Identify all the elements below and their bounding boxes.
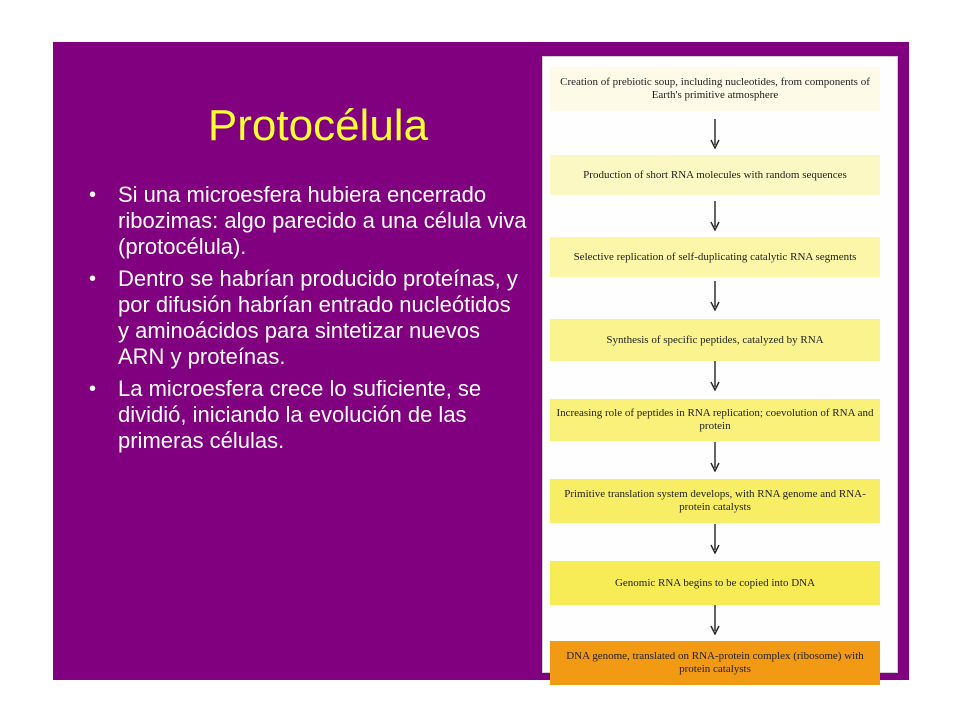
down-arrow-icon [710,605,720,635]
flow-step-5: Increasing role of peptides in RNA repli… [550,399,880,441]
bullet-text: Si una microesfera hubiera encerrado rib… [118,182,527,259]
bullet-dot: • [89,378,97,400]
bullet-dot: • [89,184,97,206]
flow-step-3: Selective replication of self-duplicatin… [550,237,880,277]
bullet-item: • Dentro se habrían producido proteínas,… [87,266,527,370]
flow-diagram: Creation of prebiotic soup, including nu… [542,56,898,685]
flow-step-6: Primitive translation system develops, w… [550,479,880,523]
down-arrow-icon [710,281,720,311]
flow-step-2: Production of short RNA molecules with r… [550,155,880,195]
slide-title: Protocélula [207,101,429,150]
slide: Protocélula • Si una microesfera hubiera… [53,42,909,685]
down-arrow-icon [710,361,720,391]
bullet-dot: • [89,268,97,290]
bullet-text: Dentro se habrían producido proteínas, y… [118,266,518,369]
flow-step-4: Synthesis of specific peptides, catalyze… [550,319,880,361]
down-arrow-icon [710,119,720,149]
down-arrow-icon [710,442,720,472]
bullet-item: • Si una microesfera hubiera encerrado r… [87,182,527,260]
bullet-item: • La microesfera crece lo suficiente, se… [87,376,527,454]
down-arrow-icon [710,201,720,231]
down-arrow-icon [710,524,720,554]
bullet-text: La microesfera crece lo suficiente, se d… [118,376,482,453]
flow-step-1: Creation of prebiotic soup, including nu… [550,67,880,111]
bullet-list: • Si una microesfera hubiera encerrado r… [87,182,527,460]
flow-step-8: DNA genome, translated on RNA-protein co… [550,641,880,685]
flow-step-7: Genomic RNA begins to be copied into DNA [550,561,880,605]
